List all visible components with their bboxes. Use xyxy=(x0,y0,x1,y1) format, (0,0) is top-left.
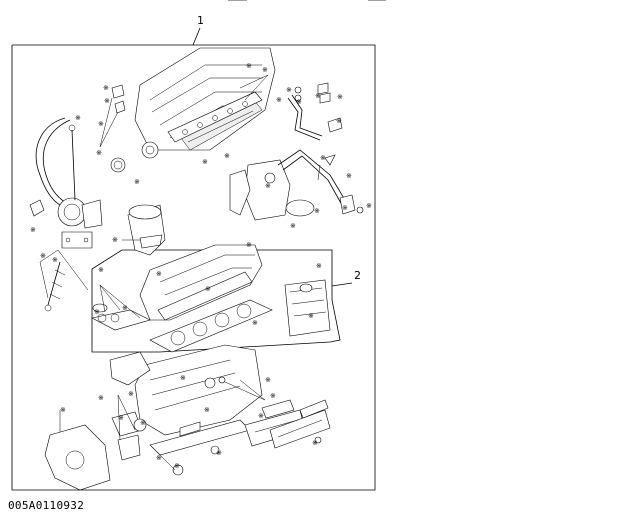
replacement-marker: ※ xyxy=(140,419,146,427)
replacement-marker: ※ xyxy=(156,454,162,462)
replacement-marker: ※ xyxy=(276,96,282,104)
part-code-caption: 005A0110932 xyxy=(8,499,85,512)
replacement-marker: ※ xyxy=(296,98,302,106)
replacement-marker: ※ xyxy=(308,312,314,320)
replacement-marker: ※ xyxy=(336,117,342,125)
replacement-marker: ※ xyxy=(174,462,180,470)
replacement-marker: ※ xyxy=(316,262,322,270)
kit-1-frame xyxy=(11,44,376,491)
leader-lines xyxy=(39,74,321,471)
replacement-marker: ※ xyxy=(290,222,296,230)
replacement-marker: ※ xyxy=(252,319,258,327)
replacement-marker: ※ xyxy=(202,158,208,166)
replacement-marker: ※ xyxy=(118,414,124,422)
replacement-marker: ※ xyxy=(180,374,186,382)
replacement-marker: ※ xyxy=(315,92,321,100)
replacement-marker: ※ xyxy=(40,252,46,260)
callout-2-label: 2 xyxy=(354,269,361,282)
replacement-marker: ※ xyxy=(286,86,292,94)
water-pump-assembly xyxy=(229,94,346,221)
replacement-marker: ※ xyxy=(246,62,252,70)
callout-1-label: 1 xyxy=(197,14,204,27)
replacement-marker: ※ xyxy=(98,394,104,402)
thermostat-housing xyxy=(127,204,166,256)
replacement-marker: ※ xyxy=(342,204,348,212)
replacement-marker: ※ xyxy=(52,256,58,264)
callout-2-leader xyxy=(331,282,353,287)
replacement-marker: ※ xyxy=(320,154,326,162)
replacement-marker: ※ xyxy=(98,120,104,128)
replacement-marker: ※ xyxy=(103,84,109,92)
rear-gasket-set xyxy=(244,399,331,449)
upper-right-fittings xyxy=(294,82,364,215)
engine-block-lower xyxy=(134,344,263,436)
replacement-marker: ※ xyxy=(112,236,118,244)
replacement-marker: ※ xyxy=(128,390,134,398)
replacement-marker: ※ xyxy=(122,304,128,312)
replacement-marker: ※ xyxy=(216,449,222,457)
replacement-marker: ※ xyxy=(346,172,352,180)
replacement-marker: ※ xyxy=(246,241,252,249)
replacement-marker: ※ xyxy=(94,308,100,316)
cylinder-head xyxy=(139,244,263,321)
replacement-marker: ※ xyxy=(265,376,271,384)
replacement-marker: ※ xyxy=(104,97,110,105)
replacement-marker: ※ xyxy=(204,406,210,414)
callout-1-leader xyxy=(192,27,201,46)
replacement-marker: ※ xyxy=(265,182,271,190)
manifold-gaskets xyxy=(91,279,331,337)
replacement-marker: ※ xyxy=(75,114,81,122)
head-gasket xyxy=(149,299,273,353)
replacement-marker: ※ xyxy=(134,178,140,186)
manifold-gasket-strip xyxy=(167,91,263,143)
replacement-marker: ※ xyxy=(30,226,36,234)
replacement-marker: ※ xyxy=(312,439,318,447)
replacement-marker: ※ xyxy=(270,392,276,400)
oil-seal-ring xyxy=(110,157,126,173)
upper-left-bolts xyxy=(99,84,126,148)
front-timing-cover xyxy=(44,351,151,491)
replacement-marker: ※ xyxy=(205,285,211,293)
replacement-marker: ※ xyxy=(366,202,372,210)
replacement-marker: ※ xyxy=(337,93,343,101)
replacement-marker: ※ xyxy=(156,270,162,278)
replacement-marker: ※ xyxy=(224,152,230,160)
replacement-marker: ※ xyxy=(258,412,264,420)
kit-2-frame xyxy=(91,249,341,353)
replacement-marker: ※ xyxy=(98,266,104,274)
turbocharger-assembly xyxy=(29,117,103,312)
replacement-marker: ※ xyxy=(60,406,66,414)
replacement-markers: ※ ※ ※ ※ ※ ※ ※ ※ ※ ※ ※ ※ ※ ※ ※ ※ ※ ※ ※ ※ ※ ※ ※ ※ ※ ※ ※ ※ ※ ※ ※ ※ ※ ※ ※ ※ ※ ※ ※ ※… xyxy=(30,62,372,470)
replacement-marker: ※ xyxy=(314,207,320,215)
replacement-marker: ※ xyxy=(96,149,102,157)
replacement-marker: ※ xyxy=(262,66,268,74)
